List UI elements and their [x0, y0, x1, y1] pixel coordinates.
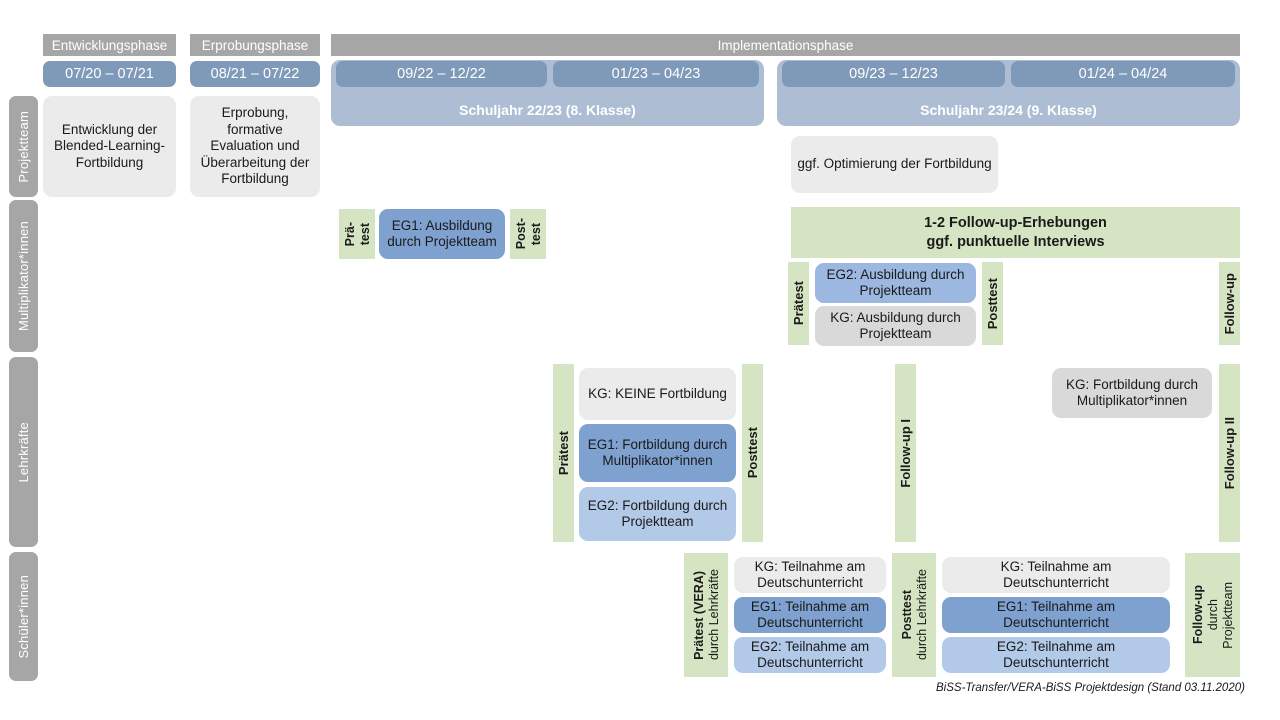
multiplikator-posttest-strip: Post- test — [510, 209, 546, 259]
date-bar-6-label: 01/24 – 04/24 — [1078, 66, 1168, 82]
lehrkraefte-eg2-box: EG2: Fortbildung durch Projektteam — [579, 487, 736, 541]
lane-label-lehrkraefte: Lehrkräfte — [9, 357, 38, 547]
schueler-eg2-box-1: EG2: Teilnahme am Deutschunterricht — [734, 637, 886, 673]
multiplikator-eg2-box: EG2: Ausbildung durch Projektteam — [815, 263, 976, 303]
lehrkraefte-followup2-strip: Follow-up II — [1219, 364, 1240, 542]
phase-header-erprobung-label: Erprobungsphase — [201, 37, 309, 53]
phase-header-implementation-label: Implementationsphase — [717, 37, 854, 53]
school-year-2-label: Schuljahr 23/24 (9. Klasse) — [920, 102, 1097, 118]
multiplikator-optimierung-box: ggf. Optimierung der Fortbildung — [791, 136, 998, 193]
schueler-kg-box-2: KG: Teilnahme am Deutschunterricht — [942, 557, 1170, 593]
schueler-praetest-strip: Prätest (VERA) durch Lehrkräfte — [684, 553, 728, 677]
date-bar-3: 09/22 – 12/22 — [336, 61, 547, 87]
lehrkraefte-praetest-strip: Prätest — [553, 364, 574, 542]
multiplikator-posttest2-strip: Posttest — [982, 262, 1003, 345]
multiplikator-praetest2-strip: Prätest — [788, 262, 809, 345]
schueler-followup-strip: Follow-up durch Projektteam — [1185, 553, 1240, 677]
date-bar-2-label: 08/21 – 07/22 — [210, 66, 300, 82]
date-bar-5: 09/23 – 12/23 — [782, 61, 1005, 87]
schueler-kg-box-1: KG: Teilnahme am Deutschunterricht — [734, 557, 886, 593]
phase-header-implementation: Implementationsphase — [331, 34, 1240, 56]
lane-label-projektteam: Projektteam — [9, 96, 38, 197]
schueler-eg1-box-2: EG1: Teilnahme am Deutschunterricht — [942, 597, 1170, 633]
projektteam-entwicklung-box: Entwicklung der Blended-Learning-Fortbil… — [43, 96, 176, 197]
lehrkraefte-posttest-strip: Posttest — [742, 364, 763, 542]
phase-header-entwicklung: Entwicklungsphase — [43, 34, 176, 56]
lehrkraefte-followup1-strip: Follow-up I — [895, 364, 916, 542]
date-bar-3-label: 09/22 – 12/22 — [397, 66, 486, 82]
date-bar-5-label: 09/23 – 12/23 — [849, 66, 938, 82]
date-bar-4: 01/23 – 04/23 — [553, 61, 759, 87]
date-bar-4-label: 01/23 – 04/23 — [611, 66, 701, 82]
schueler-eg1-box-1: EG1: Teilnahme am Deutschunterricht — [734, 597, 886, 633]
lehrkraefte-kg-keine-box: KG: KEINE Fortbildung — [579, 368, 736, 420]
date-bar-1-label: 07/20 – 07/21 — [65, 66, 154, 82]
multiplikator-praetest-strip: Prä- test — [339, 209, 375, 259]
school-year-1-label: Schuljahr 22/23 (8. Klasse) — [459, 102, 636, 118]
followup-band-line1: 1-2 Follow-up-Erhebungen — [924, 214, 1107, 231]
schueler-posttest-strip: Posttest durch Lehrkräfte — [892, 553, 936, 677]
date-bar-2: 08/21 – 07/22 — [190, 61, 320, 87]
multiplikator-kg-box: KG: Ausbildung durch Projektteam — [815, 306, 976, 346]
lehrkraefte-eg1-box: EG1: Fortbildung durch Multiplikator*inn… — [579, 424, 736, 482]
date-bar-6: 01/24 – 04/24 — [1011, 61, 1235, 87]
multiplikator-followup-band: 1-2 Follow-up-Erhebungen ggf. punktuelle… — [791, 207, 1240, 258]
lane-label-multiplikator: Multiplikator*innen — [9, 200, 38, 352]
lane-label-schueler: Schüler*innen — [9, 552, 38, 681]
followup-band-line2: ggf. punktuelle Interviews — [926, 233, 1105, 250]
schueler-eg2-box-2: EG2: Teilnahme am Deutschunterricht — [942, 637, 1170, 673]
multiplikator-followup-strip: Follow-up — [1219, 262, 1240, 345]
lehrkraefte-kg-fortbildung-box: KG: Fortbildung durch Multiplikator*inne… — [1052, 368, 1212, 418]
multiplikator-eg1-box: EG1: Ausbildung durch Projektteam — [379, 209, 505, 259]
date-bar-1: 07/20 – 07/21 — [43, 61, 176, 87]
phase-header-erprobung: Erprobungsphase — [190, 34, 320, 56]
footer-attribution: BiSS-Transfer/VERA-BiSS Projektdesign (S… — [936, 682, 1245, 694]
phase-header-entwicklung-label: Entwicklungsphase — [51, 37, 168, 53]
projektteam-erprobung-box: Erprobung, formative Evaluation und Über… — [190, 96, 320, 197]
